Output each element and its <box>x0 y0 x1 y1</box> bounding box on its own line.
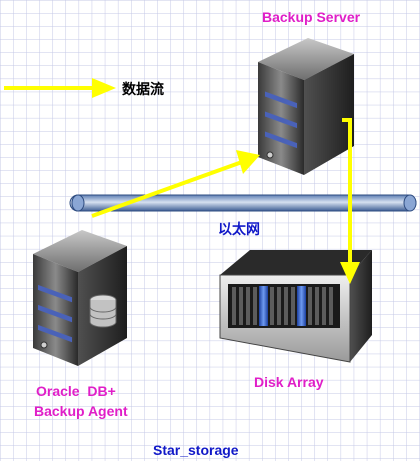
ethernet-label: 以太网 <box>218 221 260 237</box>
legend-arrow-head <box>92 78 116 98</box>
db-agent-label-line1: Oracle DB+ <box>36 383 116 399</box>
backup-server-label: Backup Server <box>262 9 361 25</box>
db-agent-label-line2: Backup Agent <box>34 403 128 419</box>
agent-to-server-arrow-head <box>236 150 260 174</box>
ethernet-bus <box>69 194 417 212</box>
disk-array-label: Disk Array <box>254 374 324 390</box>
caption-label: Star_storage <box>153 442 239 458</box>
server-to-disk-arrow-head <box>340 262 360 284</box>
disk-array-icon <box>219 250 372 363</box>
data-flow-label: 数据流 <box>122 81 164 97</box>
backup-server-icon <box>258 38 354 175</box>
db-agent-server-icon <box>33 230 127 366</box>
database-icon <box>89 294 117 328</box>
data-flow-arrows <box>4 78 360 284</box>
